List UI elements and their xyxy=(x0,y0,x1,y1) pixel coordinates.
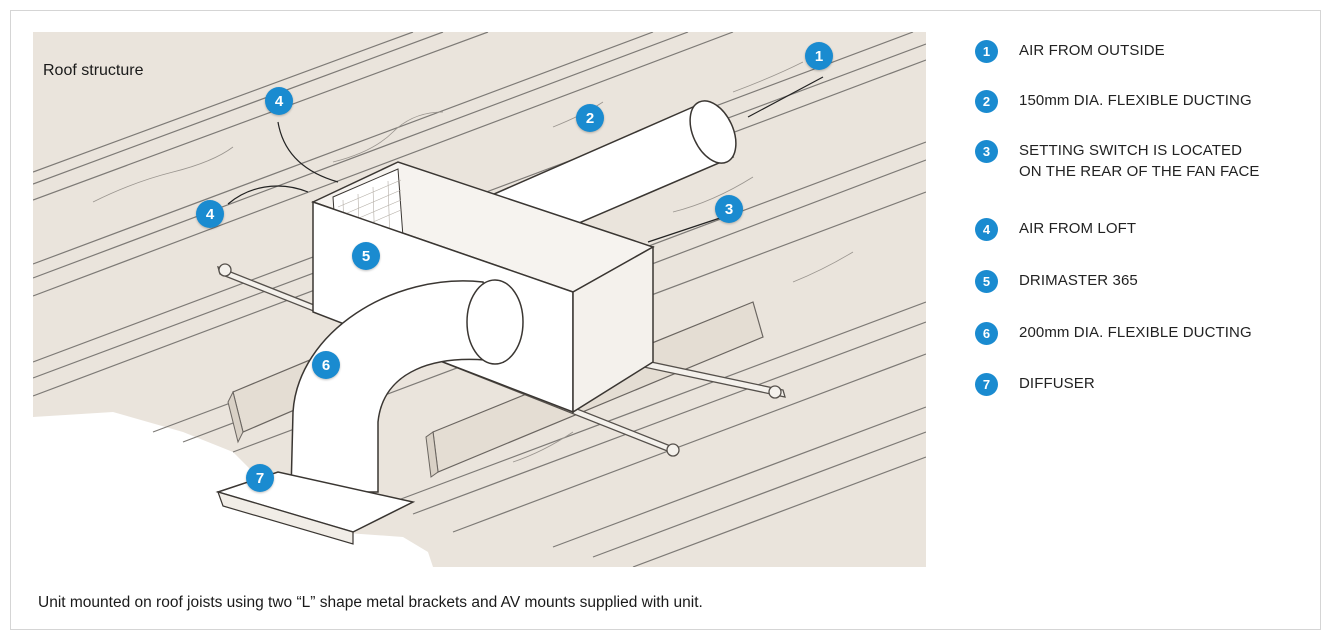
callout-badge-6: 6 xyxy=(312,351,340,379)
legend-item: 7 DIFFUSER xyxy=(975,373,1319,396)
roof-illustration xyxy=(33,32,926,567)
legend-number: 5 xyxy=(975,270,998,293)
legend-number: 7 xyxy=(975,373,998,396)
legend-label: AIR FROM OUTSIDE xyxy=(1019,42,1165,59)
legend-label: DIFFUSER xyxy=(1019,375,1095,392)
callout-arrows xyxy=(227,76,824,243)
legend-item: 6 200mm DIA. FLEXIBLE DUCTING xyxy=(975,322,1319,345)
legend-label: 150mm DIA. FLEXIBLE DUCTING xyxy=(1019,92,1252,109)
legend-item: 3 SETTING SWITCH IS LOCATED ON THE REAR … xyxy=(975,140,1319,182)
legend-label: DRIMASTER 365 xyxy=(1019,272,1138,289)
legend-number: 2 xyxy=(975,90,998,113)
callout-badge-2: 2 xyxy=(576,104,604,132)
legend-item: 1 AIR FROM OUTSIDE xyxy=(975,40,1319,63)
elbow-duct-200mm xyxy=(290,279,524,493)
legend-label: SETTING SWITCH IS LOCATED ON THE REAR OF… xyxy=(1019,142,1260,180)
callout-badge-7: 7 xyxy=(246,464,274,492)
legend-label: AIR FROM LOFT xyxy=(1019,220,1137,237)
diagram-caption: Unit mounted on roof joists using two “L… xyxy=(38,594,703,611)
legend-item: 4 AIR FROM LOFT xyxy=(975,218,1319,241)
legend-number: 4 xyxy=(975,218,998,241)
callout-badge-4-top: 4 xyxy=(265,87,293,115)
legend-label: 200mm DIA. FLEXIBLE DUCTING xyxy=(1019,324,1252,341)
legend-item: 2 150mm DIA. FLEXIBLE DUCTING xyxy=(975,90,1319,113)
callout-badge-5: 5 xyxy=(352,242,380,270)
legend-number: 6 xyxy=(975,322,998,345)
legend-item: 5 DRIMASTER 365 xyxy=(975,270,1319,293)
legend-number: 3 xyxy=(975,140,998,163)
roof-structure-label: Roof structure xyxy=(43,62,144,79)
callout-badge-4-left: 4 xyxy=(196,200,224,228)
legend-number: 1 xyxy=(975,40,998,63)
callout-badge-3: 3 xyxy=(715,195,743,223)
callout-badge-1: 1 xyxy=(805,42,833,70)
